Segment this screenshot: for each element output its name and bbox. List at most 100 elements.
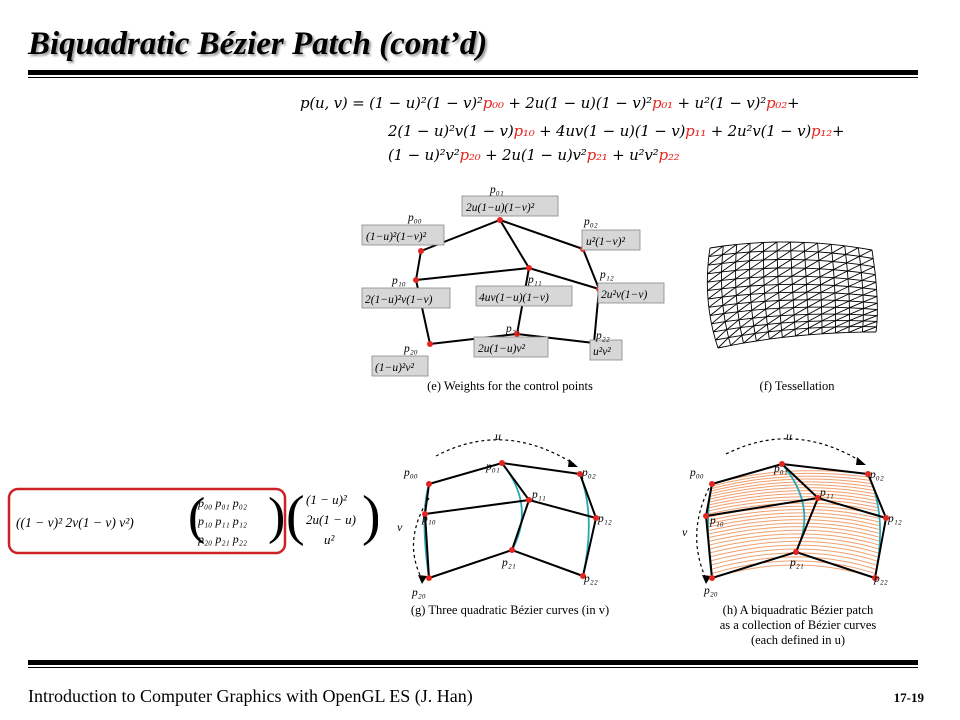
matrix-highlight-box [7,487,287,555]
label-p00: p₀₀ [407,212,422,224]
u-label: u [495,429,501,443]
matrix-row-2: p₂₀ p₂₁ p₂₂ [197,532,247,546]
h-label-p01: p₀₁ [773,463,788,475]
g-label-p21: p₂₁ [501,557,516,569]
g-label-p00: p₀₀ [403,467,418,479]
equation-term: (1 − u)²v² [388,146,460,164]
weight-12: 2u²v(1−v) [601,289,647,301]
weight-10: 2(1−u)²v(1−v) [365,294,433,306]
h-u-arrow-head [856,457,866,465]
matrix-left-paren: ( [188,488,205,545]
equation-term: p₀₂ [766,94,788,112]
control-points-h [703,461,889,581]
label-p01: p₀₁ [489,184,504,196]
footer-text: Introduction to Computer Graphics with O… [28,686,473,706]
g-label-p22: p₂₂ [583,573,598,585]
weight-01: 2u(1−u)(1−v)² [466,202,535,214]
label-p11: p₁₁ [527,274,542,286]
matrix-row-0: p₀₀ p₀₁ p₀₂ [197,496,247,510]
weight-20: (1−u)²v² [375,362,414,374]
equation-term: + u²(1 − v)² [672,94,767,112]
equation-term: p₂₀ [459,146,481,164]
v-label: v [397,520,403,534]
h-label-p02: p₀₂ [869,469,884,481]
weight-11: 4uv(1−u)(1−v) [479,292,549,304]
h-label-p20: p₂₀ [703,585,718,597]
weight-21: 2u(1−u)v² [478,343,526,355]
equation-term: + 2u(1 − u)v² [480,146,587,164]
col-left-paren: ( [286,485,305,547]
row-vector: ((1 − v)² 2v(1 − v) v²) [16,515,134,530]
equation-term: + u²v² [607,146,659,164]
u-arrow-head [568,459,578,467]
h-label-p11: p₁₁ [819,487,834,499]
matrix-row-1: p₁₀ p₁₁ p₁₂ [197,514,247,528]
h-label-p00: p₀₀ [689,467,704,479]
h-u-direction-arrow [725,438,863,463]
page-number: 17-19 [893,690,924,705]
equation-term: p(u, v) = (1 − u)²(1 − v)² [300,94,483,112]
caption-h-line-2: as a collection of Bézier curves [720,618,877,632]
equation-term: + [832,122,845,140]
equation-line-3: (1 − u)²v²p₂₀ + 2u(1 − u)v²p₂₁ + u²v²p₂₂ [388,146,680,164]
equation-term: + [787,94,800,112]
equation-term: p₂₂ [658,146,680,164]
h-v-direction-arrow [696,487,710,580]
equation-term: p₂₁ [586,146,608,164]
equation-term: p₁₀ [513,122,535,140]
h-label-p12: p₁₂ [887,513,902,525]
equation-term: p₀₀ [482,94,504,112]
g-label-p12: p₁₂ [597,513,612,525]
weight-22: u²v² [593,346,611,358]
label-p10: p₁₀ [391,275,406,287]
matrix-right-paren: ) [268,488,285,545]
h-v-label: v [682,525,688,539]
caption-f: (f) Tessellation [760,379,836,393]
equation-term: + 2u(1 − u)(1 − v)² [503,94,652,112]
col-right-paren: ) [362,485,378,547]
column-vector: ( (1 − u)² 2u(1 − u) u² ) [286,485,378,547]
slide-title: Biquadratic Bézier Patch (cont’d) [28,26,488,62]
caption-g: (g) Three quadratic Bézier curves (in v) [411,603,609,617]
label-p21: p₂₁ [505,323,520,335]
caption-e: (e) Weights for the control points [427,379,593,393]
equation-term: p₁₂ [811,122,833,140]
v-arrow-head [418,575,427,584]
equation-term: p₁₁ [685,122,707,140]
g-label-p10: p₁₀ [421,513,436,525]
caption-h-line-1: (h) A biquadratic Bézier patch [723,603,874,617]
figure-h-patch: u v p₀₀ p₀₁ p₀₂ p₁₀ p₁₁ p₁₂ p₂₀ p₂₁ p₂₂ … [682,429,902,647]
u-direction-arrow [435,439,575,465]
label-p12: p₁₂ [599,269,614,281]
footer-rule [28,660,918,665]
patch-u-curves [708,470,880,579]
label-p22: p₂₂ [595,330,610,342]
col-entry-0: (1 − u)² [306,492,348,507]
weight-00: (1−u)²(1−v)² [366,231,427,243]
caption-h-line-3: (each defined in u) [751,633,845,647]
label-p02: p₀₂ [583,216,598,228]
col-entry-2: u² [324,532,336,547]
title-rule [28,70,918,75]
footer-rule-thin [28,667,918,668]
title-rule-thin [28,77,918,78]
g-label-p01: p₀₁ [485,461,500,473]
col-entry-1: 2u(1 − u) [306,512,356,527]
equation-term: 2(1 − u)²v(1 − v) [388,122,514,140]
h-label-p22: p₂₂ [873,573,888,585]
control-points-g [422,460,599,581]
v-direction-arrow [412,497,430,580]
g-label-p02: p₀₂ [581,467,596,479]
weight-02: u²(1−v)² [586,236,625,248]
figure-g-curves: u v p₀₀ p₀₁ p₀₂ p₁₀ p₁₁ p₁₂ p₂₀ p₂₁ p₂₂ … [397,429,612,617]
h-label-p21: p₂₁ [789,557,804,569]
equation-term: + 2u²v(1 − v) [706,122,811,140]
tessellation-mesh [706,241,878,349]
matrix-equation: ((1 − v)² 2v(1 − v) v²) ( p₀₀ p₀₁ p₀₂ p₁… [7,487,287,555]
h-label-p10: p₁₀ [709,515,724,527]
equation-term: p₀₁ [651,94,673,112]
label-p20: p₂₀ [403,343,418,355]
equation-term: + 4uv(1 − u)(1 − v) [534,122,686,140]
figure-f-tessellation: (f) Tessellation [706,241,878,393]
equation-line-2: 2(1 − u)²v(1 − v)p₁₀ + 4uv(1 − u)(1 − v)… [388,122,845,140]
